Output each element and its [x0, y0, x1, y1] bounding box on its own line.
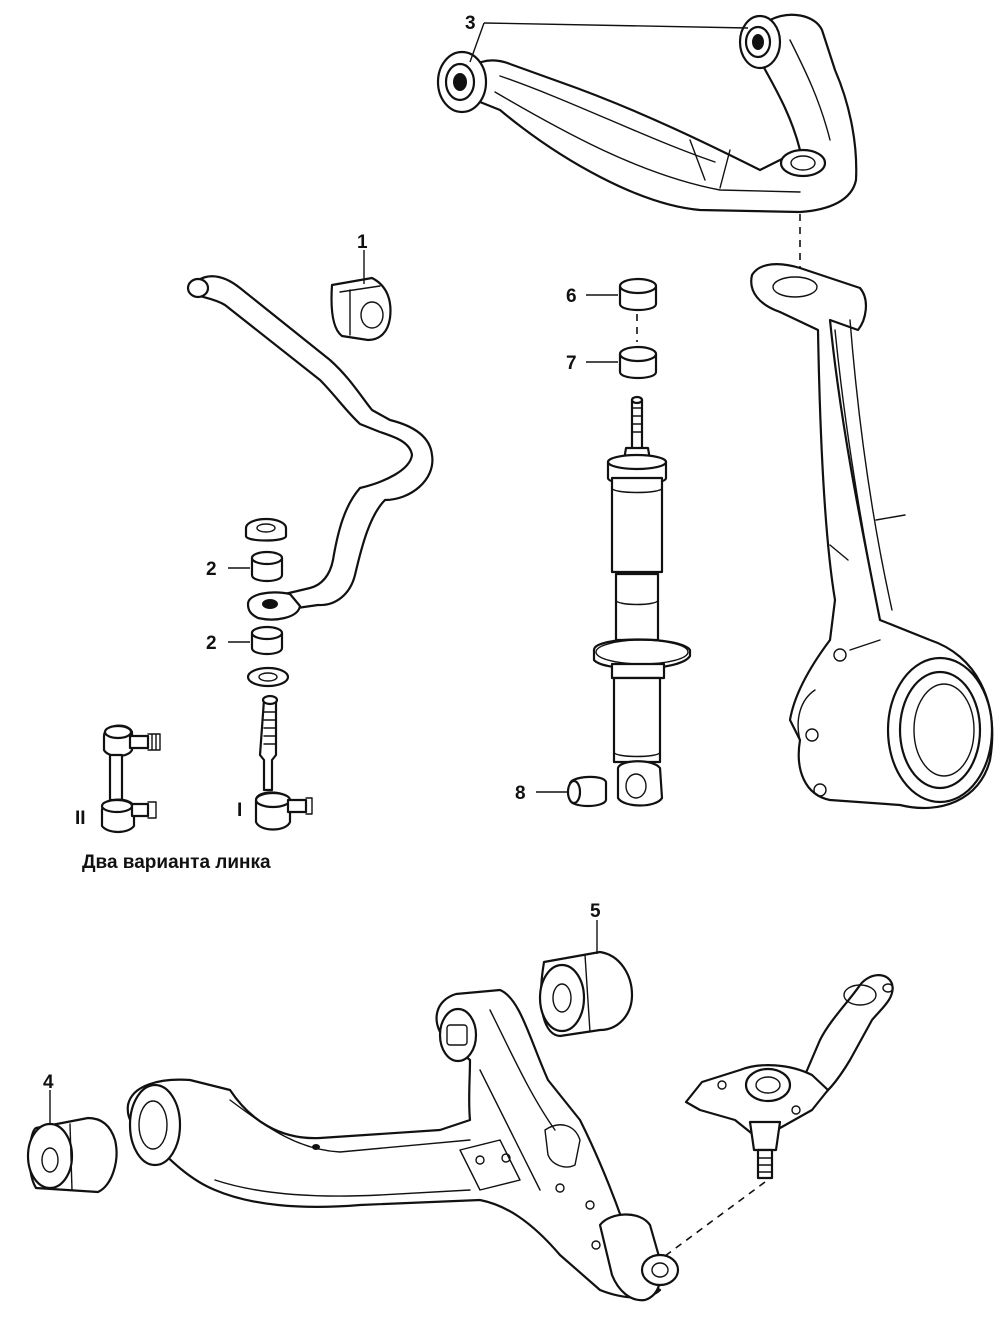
shock-lower-bushing: [618, 345, 658, 380]
label-variant-1: I: [237, 800, 242, 821]
steering-knuckle: [750, 263, 994, 810]
lower-arm-rear-bushing: [538, 950, 634, 1038]
part-number-labels: 3 1 6 7 2 2 8 5 4 I II: [43, 13, 601, 1093]
shock-eye-bushing: [566, 775, 608, 808]
stabilizer-link-stack: [244, 517, 290, 688]
stabilizer-bar: [186, 275, 434, 621]
label-part-1: 1: [357, 232, 368, 253]
shock-absorber: [592, 395, 692, 807]
caption-link-variants: Два варианта линка: [82, 852, 271, 873]
link-variant-2: [100, 724, 161, 834]
leader-lines: [49, 22, 749, 1124]
label-part-2-upper: 2: [206, 559, 217, 580]
upper-control-arm: [436, 13, 858, 214]
label-part-4: 4: [43, 1072, 54, 1093]
lower-control-arm: [126, 988, 680, 1302]
lower-ball-joint-axis: [664, 1181, 766, 1257]
label-part-5: 5: [590, 901, 601, 922]
label-part-7: 7: [566, 353, 577, 374]
shock-upper-bushing: [618, 277, 658, 312]
label-part-3: 3: [465, 13, 476, 34]
label-variant-2: II: [75, 808, 86, 829]
label-part-8: 8: [515, 783, 526, 804]
lower-ball-joint: [684, 974, 894, 1180]
link-variant-1: [254, 694, 313, 831]
lower-arm-front-bushing: [26, 1116, 118, 1194]
stabilizer-bushing: [330, 276, 392, 342]
label-part-6: 6: [566, 286, 577, 307]
label-part-2-lower: 2: [206, 633, 217, 654]
